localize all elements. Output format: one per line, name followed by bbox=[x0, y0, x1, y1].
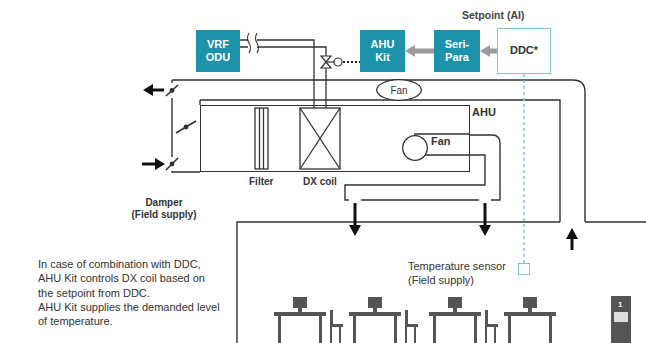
unit-box: AHU Kit bbox=[360, 30, 405, 72]
desk-icon bbox=[394, 316, 397, 343]
part-label: Damper (Field supply) bbox=[131, 197, 197, 221]
controller-box: DDC* bbox=[497, 28, 551, 74]
control-wire bbox=[343, 61, 360, 63]
unit-name: Seri-Para bbox=[437, 38, 477, 64]
arrow-head bbox=[405, 51, 406, 52]
callout-number: 1 bbox=[618, 301, 622, 309]
damper bbox=[166, 158, 178, 170]
air-handling-unit: AHUFan bbox=[200, 105, 470, 172]
note-text: AHU Kit supplies the demanded level of t… bbox=[38, 300, 230, 329]
signal-label: Setpoint (AI) bbox=[462, 9, 524, 21]
desk-icon bbox=[453, 308, 457, 312]
filter-symbol bbox=[259, 108, 260, 169]
return-duct bbox=[172, 80, 585, 222]
kiosk-screen bbox=[614, 312, 628, 322]
fan-name: Fan bbox=[390, 85, 407, 96]
dx-coil-symbol bbox=[300, 108, 340, 169]
desk-icon bbox=[278, 316, 281, 343]
fan-outline bbox=[377, 80, 422, 101]
valve-symbol bbox=[321, 62, 331, 68]
desk-icon bbox=[429, 312, 481, 316]
pipe-break bbox=[248, 33, 259, 53]
exhaust-arrow bbox=[143, 84, 153, 96]
unit-name: AHU Kit bbox=[363, 38, 402, 64]
supply-arrow bbox=[354, 203, 357, 226]
sensor-box: Temperature sensor (Field supply) bbox=[518, 263, 530, 275]
kiosk-icon bbox=[611, 296, 631, 343]
room-outline bbox=[237, 222, 646, 343]
note-text: In case of combination with DDC, AHU Kit… bbox=[38, 257, 216, 300]
desk-icon bbox=[319, 316, 322, 343]
return-arrow bbox=[566, 228, 578, 239]
refrigerant-pipe bbox=[240, 47, 326, 108]
supply-arrow bbox=[484, 203, 487, 226]
desk-icon bbox=[448, 297, 462, 308]
desk-icon bbox=[504, 312, 556, 316]
damper bbox=[184, 125, 187, 128]
signal-connector bbox=[488, 49, 497, 54]
unit-name: AHU bbox=[472, 106, 496, 118]
intake-arrow bbox=[155, 158, 165, 170]
chair-icon bbox=[485, 310, 498, 343]
desk-icon bbox=[298, 308, 302, 312]
desk-icon bbox=[528, 308, 532, 312]
intake-arrow bbox=[142, 163, 156, 166]
filter-symbol bbox=[255, 108, 268, 169]
damper bbox=[166, 85, 178, 96]
desk-icon bbox=[549, 316, 552, 343]
controller-name: DDC* bbox=[510, 44, 538, 57]
dx-coil-symbol bbox=[300, 108, 340, 169]
desk-icon bbox=[368, 297, 382, 308]
desk-icon bbox=[373, 308, 377, 312]
exhaust-arrow bbox=[152, 89, 164, 92]
unit-name: VRF ODU bbox=[199, 38, 237, 64]
supply-duct bbox=[345, 135, 500, 200]
desk-icon bbox=[523, 297, 537, 308]
unit-box: Seri-Para bbox=[434, 30, 480, 72]
dx-coil-symbol bbox=[300, 108, 340, 169]
supply-arrow bbox=[349, 225, 361, 236]
unit-box: VRF ODU bbox=[196, 30, 240, 72]
arrow-head bbox=[480, 51, 481, 52]
desk-icon bbox=[508, 316, 511, 343]
fan-outline bbox=[403, 136, 428, 161]
signal-connector bbox=[413, 49, 434, 54]
signal-connector bbox=[523, 74, 525, 263]
fan-outline bbox=[402, 135, 428, 161]
desk-icon bbox=[349, 312, 401, 316]
valve-symbol bbox=[326, 61, 334, 62]
fan-symbol: Fan bbox=[402, 135, 428, 161]
mixing-plenum bbox=[172, 80, 200, 172]
fan-name: Fan bbox=[431, 135, 451, 147]
damper bbox=[170, 89, 173, 92]
valve-actuator bbox=[334, 58, 342, 66]
return-duct bbox=[200, 100, 560, 222]
damper bbox=[176, 121, 196, 133]
filter-symbol bbox=[263, 108, 264, 169]
part-label: DX coil bbox=[303, 176, 337, 188]
damper bbox=[170, 162, 173, 165]
fan-symbol: Fan bbox=[376, 79, 422, 101]
chair-icon bbox=[330, 310, 343, 343]
part-label: Filter bbox=[249, 176, 273, 188]
desk-icon bbox=[274, 312, 326, 316]
return-arrow bbox=[571, 238, 574, 250]
sensor-name: Temperature sensor (Field supply) bbox=[408, 260, 513, 288]
desk-icon bbox=[353, 316, 356, 343]
desk-icon bbox=[474, 316, 477, 343]
desk-icon bbox=[293, 297, 307, 308]
supply-arrow bbox=[479, 225, 491, 236]
chair-icon bbox=[405, 310, 418, 343]
desk-icon bbox=[433, 316, 436, 343]
